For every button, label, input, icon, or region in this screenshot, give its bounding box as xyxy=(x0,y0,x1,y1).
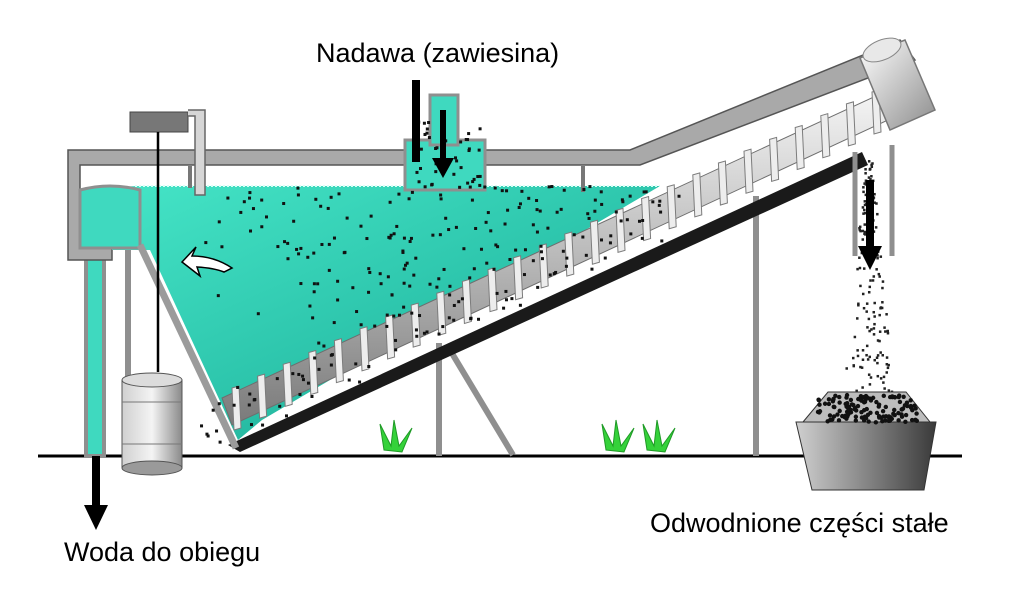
inclined-trough xyxy=(228,152,868,452)
water-out-arrow-icon xyxy=(84,456,108,530)
feed-label: Nadawa (zawiesina) xyxy=(316,38,560,68)
feed-arrow-icon xyxy=(412,80,454,178)
drum-icon xyxy=(121,372,183,476)
overflow-pipe xyxy=(84,246,106,458)
level-sensor xyxy=(188,166,585,192)
solids-out-arrow-icon xyxy=(858,180,882,270)
discharge-chute xyxy=(852,145,895,256)
drive-head-icon xyxy=(859,37,936,131)
flow-direction-arrow-icon xyxy=(180,246,234,279)
water-out-label: Woda do obiegu xyxy=(64,537,261,567)
suspended-particles xyxy=(200,120,681,444)
drive-motor-icon xyxy=(129,109,206,372)
solids-out-label: Odwodnione części stałe xyxy=(650,508,949,538)
solids-pile xyxy=(815,392,920,425)
grass-icon xyxy=(379,419,676,453)
